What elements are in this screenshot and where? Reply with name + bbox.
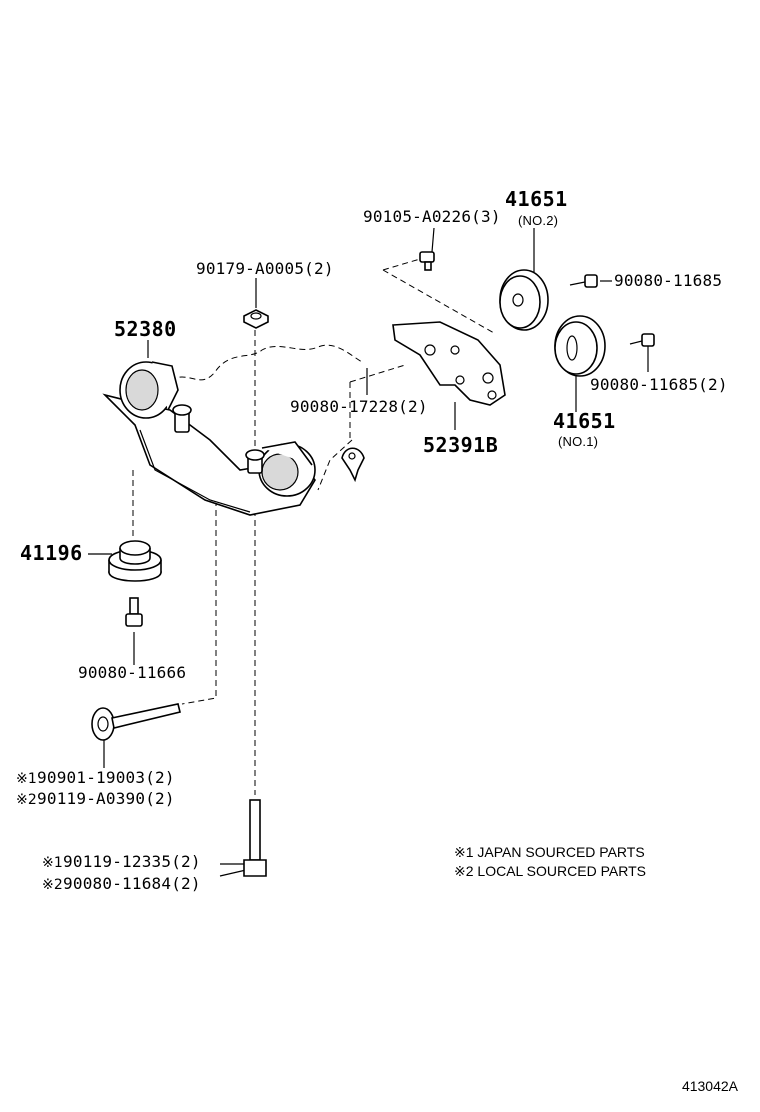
label-41651-no1-sub: (NO.1) (558, 434, 599, 449)
source-mark: ※2 (42, 877, 64, 893)
nut-90179 (243, 309, 269, 329)
label-90119-a0390: ※290119-A0390(2) (16, 790, 175, 809)
label-90080-11685-top: 90080-11685 (614, 271, 723, 290)
label-90179-a0005: 90179-A0005(2) (196, 259, 334, 278)
pulley-41651-no2 (499, 269, 549, 331)
label-52391b: 52391B (423, 433, 499, 457)
part-number: 90080-11684(2) (63, 874, 201, 893)
part-number: 90901-19003(2) (37, 768, 175, 787)
bracket-52391b (392, 321, 506, 406)
source-mark: ※1 (16, 771, 38, 787)
label-90105-a0226: 90105-A0226(3) (363, 207, 501, 226)
clip-90080-17228 (341, 447, 365, 483)
source-mark: ※1 (42, 855, 64, 871)
label-41651-no2: 41651 (505, 187, 568, 211)
note-japan-sourced: ※1 JAPAN SOURCED PARTS (454, 844, 645, 860)
crossmember-52380 (102, 361, 316, 516)
bolt-90080-11685-2 (629, 333, 655, 347)
label-41651-no2-sub: (NO.2) (518, 213, 559, 228)
label-90080-17228: 90080-17228(2) (290, 397, 428, 416)
label-41651-no1: 41651 (553, 409, 616, 433)
label-90080-11685-2: 90080-11685(2) (590, 375, 728, 394)
part-number: 90119-A0390(2) (37, 789, 175, 808)
bolt-90901-19003 (91, 703, 181, 741)
label-41196: 41196 (20, 541, 83, 565)
bolt-90119-12335 (243, 799, 267, 877)
note-local-sourced: ※2 LOCAL SOURCED PARTS (454, 863, 646, 879)
source-mark: ※2 (16, 792, 38, 808)
label-90119-12335: ※190119-12335(2) (42, 853, 201, 872)
mount-41196 (108, 540, 162, 582)
label-90080-11684: ※290080-11684(2) (42, 875, 201, 894)
bolt-90105 (419, 251, 435, 271)
diagram-reference-number: 413042A (681, 1078, 738, 1094)
pulley-41651-no1 (554, 315, 606, 377)
bolt-90080-11666 (125, 597, 143, 627)
label-52380: 52380 (114, 317, 177, 341)
label-90080-11666: 90080-11666 (78, 663, 187, 682)
bolt-90080-11685-top (569, 274, 598, 288)
part-number: 90119-12335(2) (63, 852, 201, 871)
label-90901-19003: ※190901-19003(2) (16, 769, 175, 788)
